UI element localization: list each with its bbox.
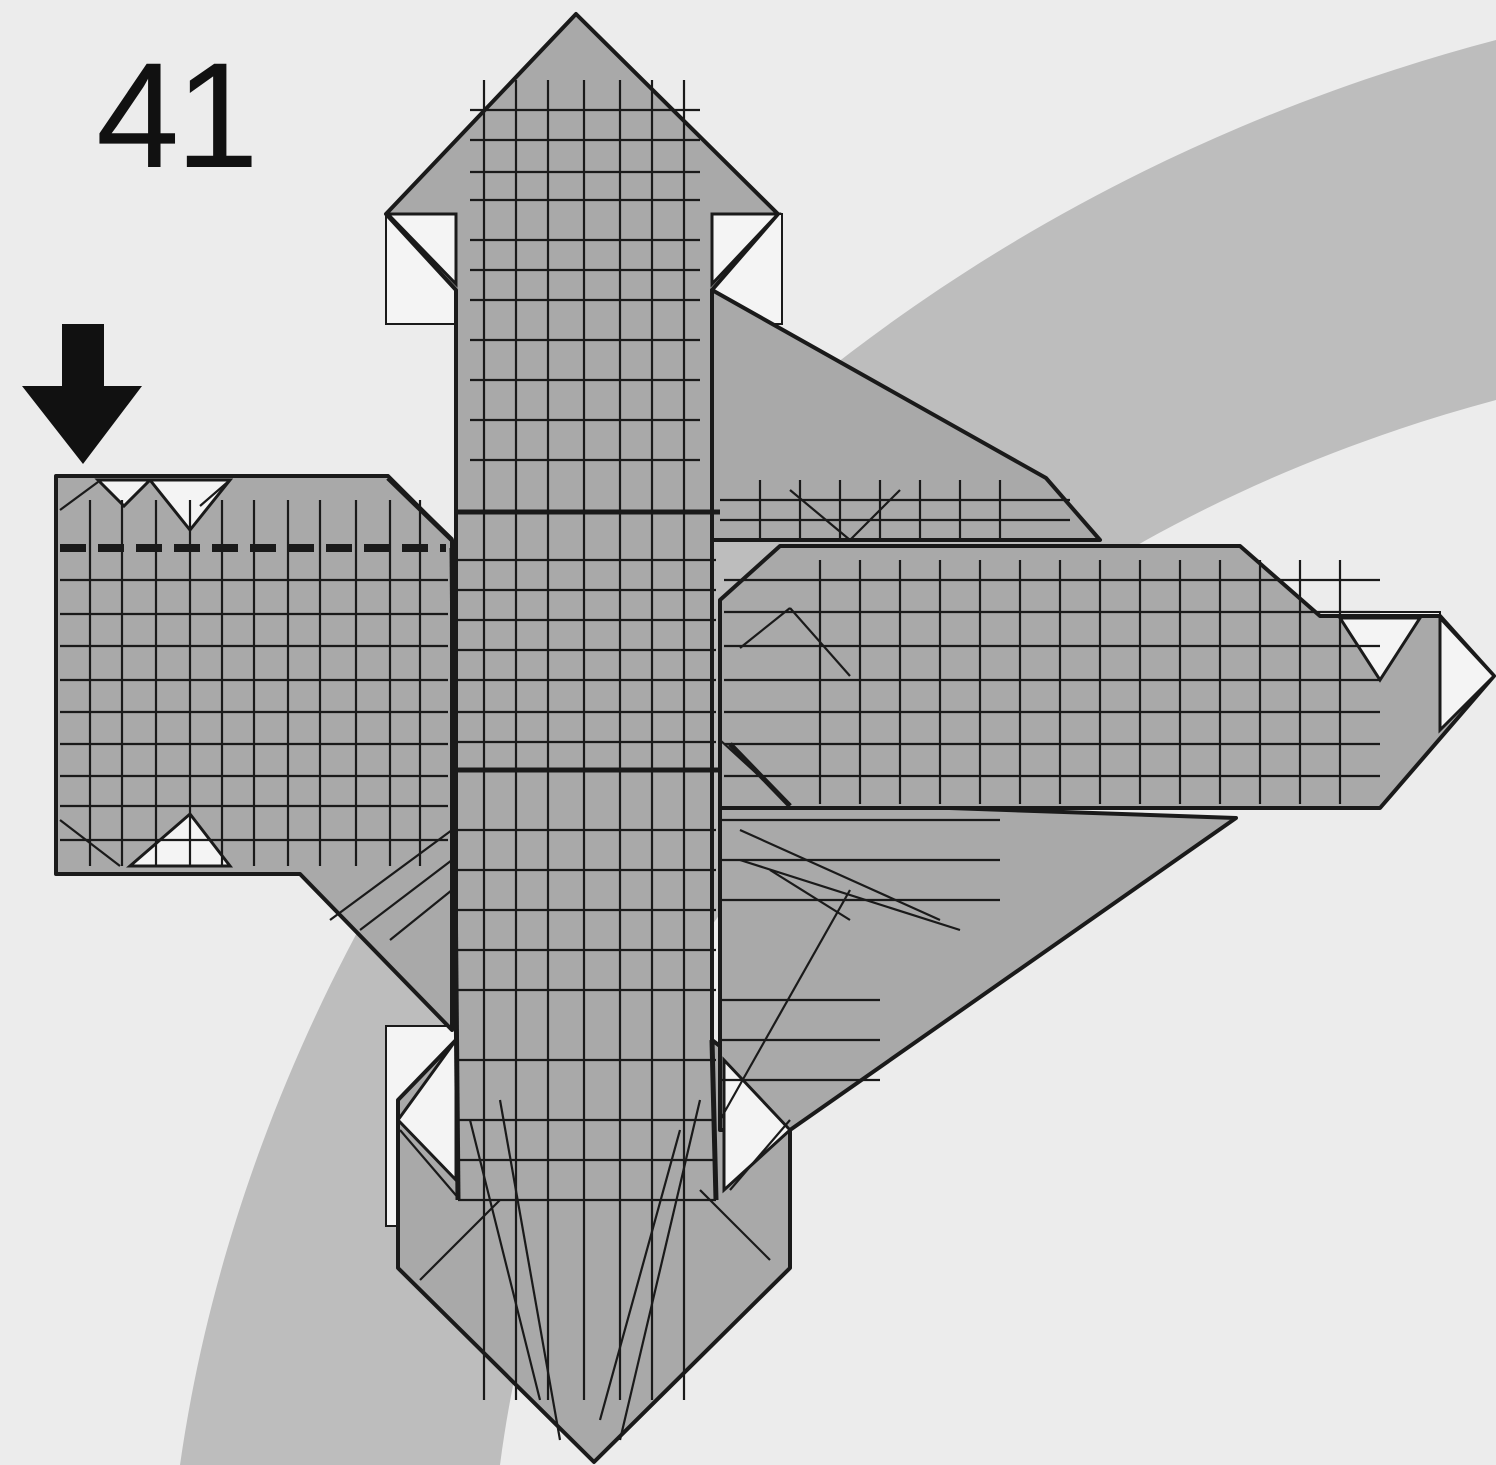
step-number: 41 bbox=[96, 40, 255, 190]
arrow-down-icon bbox=[22, 324, 142, 464]
